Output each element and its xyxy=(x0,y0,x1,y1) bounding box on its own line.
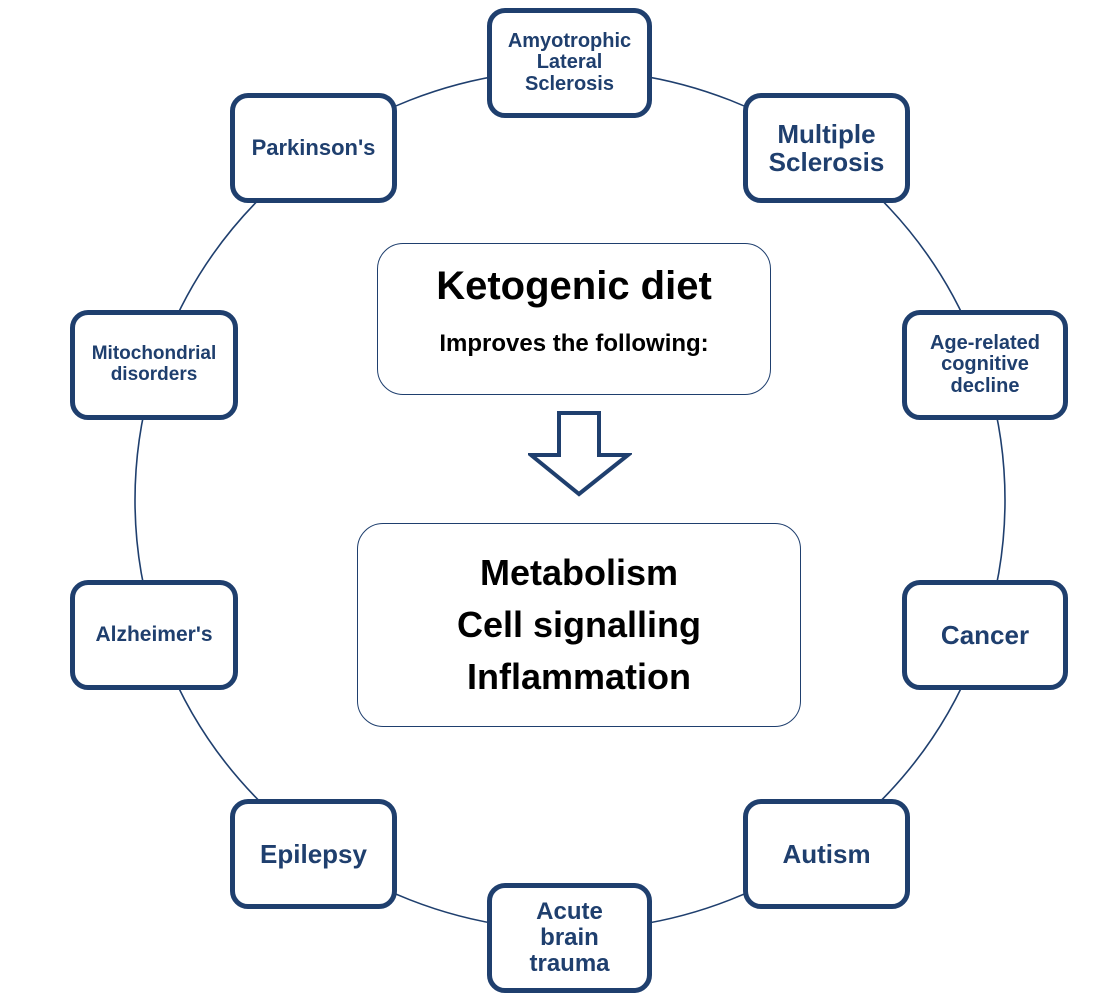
node-label: Multiple Sclerosis xyxy=(768,118,885,177)
node-epilepsy: Epilepsy xyxy=(230,799,397,909)
node-amyotrophic-lateral-sclerosis: Amyotrophic Lateral Sclerosis xyxy=(487,8,652,118)
outcome-item: Cell signalling xyxy=(456,604,702,645)
node-label: Cancer xyxy=(940,619,1030,650)
node-label: Age-related cognitive decline xyxy=(929,331,1041,397)
node-autism: Autism xyxy=(743,799,910,909)
node-alzheimers: Alzheimer's xyxy=(70,580,238,690)
node-parkinsons: Parkinson's xyxy=(230,93,397,203)
node-label: Alzheimer's xyxy=(95,622,213,646)
outcome-item: Metabolism xyxy=(479,552,679,593)
down-arrow-icon xyxy=(528,411,632,497)
outcome-item: Inflammation xyxy=(466,656,691,697)
node-label: Mitochondrial disorders xyxy=(91,343,217,385)
node-label: Autism xyxy=(782,838,871,869)
node-acute-brain-trauma: Acute brain trauma xyxy=(487,883,652,993)
node-label: Amyotrophic Lateral Sclerosis xyxy=(507,29,632,95)
node-cancer: Cancer xyxy=(902,580,1068,690)
outcomes-box: Metabolism Cell signalling Inflammation xyxy=(357,523,801,727)
node-label: Epilepsy xyxy=(260,838,367,869)
diet-title: Ketogenic diet xyxy=(436,264,712,308)
node-multiple-sclerosis: Multiple Sclerosis xyxy=(743,93,910,203)
node-label: Acute brain trauma xyxy=(529,898,610,977)
node-age-related-cognitive-decline: Age-related cognitive decline xyxy=(902,310,1068,420)
node-mitochondrial-disorders: Mitochondrial disorders xyxy=(70,310,238,420)
diet-subtitle: Improves the following: xyxy=(439,330,709,357)
node-label: Parkinson's xyxy=(251,135,376,161)
ketogenic-diet-box: Ketogenic diet Improves the following: xyxy=(377,243,771,395)
